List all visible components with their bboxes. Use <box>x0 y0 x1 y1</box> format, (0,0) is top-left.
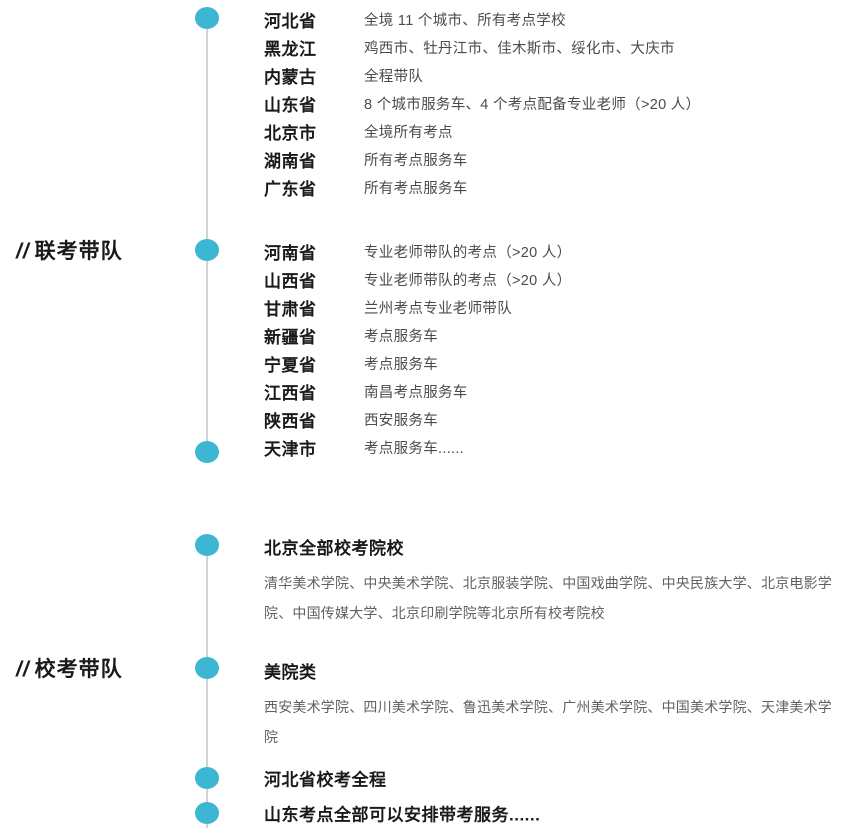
section-caption-lianka: //联考带队 <box>16 235 123 265</box>
province-detail: 鸡西市、牡丹江市、佳木斯市、绥化市、大庆市 <box>364 40 675 57</box>
province-name: 甘肃省 <box>264 299 317 319</box>
table-row: 山西省 专业老师带队的考点（>20 人） <box>264 265 571 293</box>
school-block-beijing: 北京全部校考院校 清华美术学院、中央美术学院、北京服装学院、中国戏曲学院、中央民… <box>264 534 844 628</box>
province-name: 山西省 <box>264 271 317 291</box>
table-row: 陕西省 西安服务车 <box>264 405 571 433</box>
province-rows-group-1: 河北省 全境 11 个城市、所有考点学校 黑龙江 鸡西市、牡丹江市、佳木斯市、绥… <box>264 5 700 201</box>
province-detail: 8 个城市服务车、4 个考点配备专业老师（>20 人） <box>364 96 701 113</box>
bullet-line-shandong: 山东考点全部可以安排带考服务...... <box>264 805 541 825</box>
block-title: 北京全部校考院校 <box>264 539 404 558</box>
province-rows-group-2: 河南省 专业老师带队的考点（>20 人） 山西省 专业老师带队的考点（>20 人… <box>264 237 571 461</box>
province-name: 广东省 <box>264 179 317 199</box>
table-row: 甘肃省 兰州考点专业老师带队 <box>264 293 571 321</box>
table-row: 黑龙江 鸡西市、牡丹江市、佳木斯市、绥化市、大庆市 <box>264 33 700 61</box>
bullet-line-hebei: 河北省校考全程 <box>264 770 387 790</box>
province-detail: 专业老师带队的考点（>20 人） <box>364 244 572 261</box>
table-row: 新疆省 考点服务车 <box>264 321 571 349</box>
table-row: 湖南省 所有考点服务车 <box>264 145 700 173</box>
province-detail: 专业老师带队的考点（>20 人） <box>364 272 572 289</box>
table-row: 北京市 全境所有考点 <box>264 117 700 145</box>
province-name: 河南省 <box>264 243 317 263</box>
table-row: 天津市 考点服务车...... <box>264 433 571 461</box>
province-name: 内蒙古 <box>264 67 317 87</box>
block-body: 西安美术学院、四川美术学院、鲁迅美术学院、广州美术学院、中国美术学院、天津美术学… <box>264 699 832 745</box>
timeline-dot-group1-start <box>195 7 219 29</box>
table-row: 河北省 全境 11 个城市、所有考点学校 <box>264 5 700 33</box>
block-title: 美院类 <box>264 663 317 682</box>
timeline-dot-art-academies <box>195 657 219 679</box>
caption-slashes-2: // <box>16 658 30 681</box>
province-detail: 全程带队 <box>364 68 424 85</box>
province-name: 湖南省 <box>264 151 317 171</box>
caption-label-1: 联考带队 <box>34 240 123 263</box>
caption-slashes-1: // <box>16 240 30 263</box>
timeline-dot-beijing-schools <box>195 534 219 556</box>
table-row: 江西省 南昌考点服务车 <box>264 377 571 405</box>
province-detail: 南昌考点服务车 <box>364 384 468 401</box>
province-name: 北京市 <box>264 123 317 143</box>
table-row: 宁夏省 考点服务车 <box>264 349 571 377</box>
province-detail: 所有考点服务车 <box>364 180 468 197</box>
table-row: 河南省 专业老师带队的考点（>20 人） <box>264 237 571 265</box>
province-name: 新疆省 <box>264 327 317 347</box>
timeline-rail-lower <box>206 545 208 828</box>
province-detail: 全境 11 个城市、所有考点学校 <box>364 12 566 29</box>
table-row: 广东省 所有考点服务车 <box>264 173 700 201</box>
school-block-art-academies: 美院类 西安美术学院、四川美术学院、鲁迅美术学院、广州美术学院、中国美术学院、天… <box>264 658 844 752</box>
caption-label-2: 校考带队 <box>34 658 123 681</box>
table-row: 内蒙古 全程带队 <box>264 61 700 89</box>
timeline-dot-shandong-service <box>195 802 219 824</box>
timeline-dot-group2-start <box>195 239 219 261</box>
province-detail: 考点服务车...... <box>364 440 464 457</box>
table-row: 山东省 8 个城市服务车、4 个考点配备专业老师（>20 人） <box>264 89 700 117</box>
section-caption-xiaokao: //校考带队 <box>16 653 123 683</box>
province-detail: 考点服务车 <box>364 356 438 373</box>
timeline-dot-group2-end <box>195 441 219 463</box>
province-name: 河北省 <box>264 11 317 31</box>
province-name: 陕西省 <box>264 411 317 431</box>
province-detail: 所有考点服务车 <box>364 152 468 169</box>
province-detail: 兰州考点专业老师带队 <box>364 300 512 317</box>
province-name: 山东省 <box>264 95 317 115</box>
province-detail: 全境所有考点 <box>364 124 453 141</box>
province-name: 天津市 <box>264 439 317 459</box>
province-name: 黑龙江 <box>264 39 317 59</box>
province-detail: 西安服务车 <box>364 412 438 429</box>
province-detail: 考点服务车 <box>364 328 438 345</box>
province-name: 宁夏省 <box>264 355 317 375</box>
timeline-dot-hebei-full <box>195 767 219 789</box>
block-body: 清华美术学院、中央美术学院、北京服装学院、中国戏曲学院、中央民族大学、北京电影学… <box>264 575 832 621</box>
timeline-rail-upper <box>206 18 208 452</box>
province-name: 江西省 <box>264 383 317 403</box>
